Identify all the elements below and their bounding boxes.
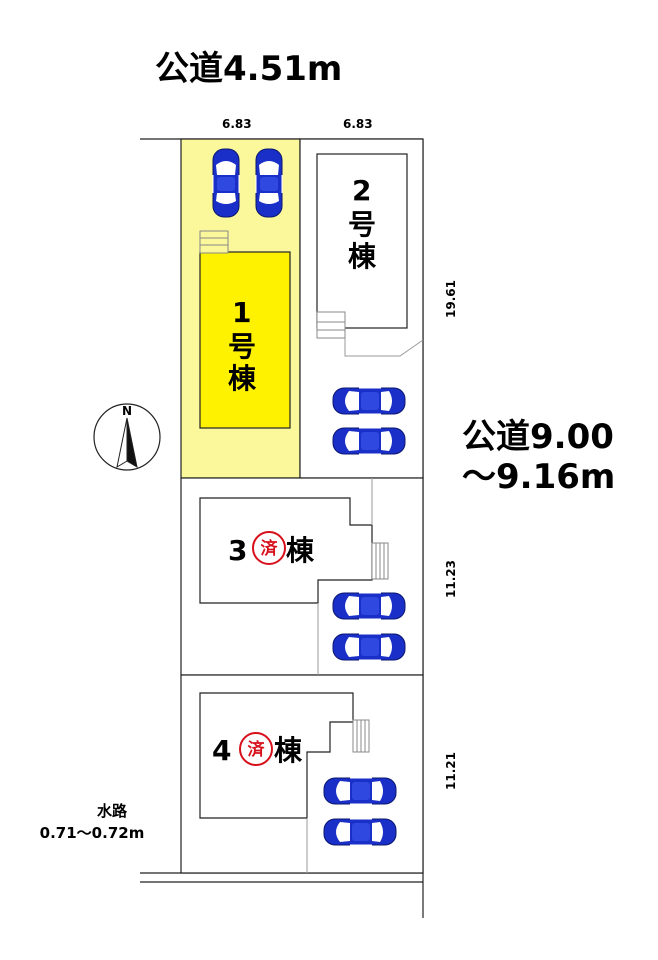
car-icon — [332, 633, 406, 661]
stairs-icon — [199, 230, 229, 254]
east-road-label-line1: 公道9.00 — [462, 417, 614, 457]
car-icon — [323, 818, 397, 846]
car-icon — [212, 148, 240, 218]
building-1-label-to: 棟 — [228, 362, 257, 395]
building-4-number: 4 — [212, 734, 231, 767]
dim-top-right: 6.83 — [343, 117, 373, 131]
building-4-label-to: 棟 — [274, 734, 303, 767]
compass-north-label: N — [122, 404, 132, 418]
building-3-number: 3 — [228, 534, 247, 567]
waterway-width: 0.71～0.72m — [40, 824, 145, 842]
building-1-label-go: 号 — [228, 330, 256, 363]
stairs-icon — [316, 311, 346, 339]
car-icon — [332, 592, 406, 620]
car-icon — [332, 427, 406, 455]
building-2-number: 2 — [352, 174, 371, 207]
dim-top-left: 6.83 — [222, 117, 252, 131]
car-icon — [323, 777, 397, 805]
stairs-icon — [371, 542, 389, 580]
sold-badge-4-text: 済 — [248, 739, 266, 760]
car-icon — [255, 148, 283, 218]
sold-badge-3-text: 済 — [261, 538, 279, 559]
waterway-label: 水路 — [97, 802, 128, 820]
building-1[interactable] — [199, 251, 291, 429]
building-4[interactable] — [199, 692, 354, 819]
building-3-label-to: 棟 — [286, 534, 315, 567]
building-1-label: 1 号 棟 — [228, 296, 257, 395]
lot-2-path-line — [344, 338, 424, 357]
building-2-label: 2 号 棟 — [348, 174, 377, 273]
sold-badge-4: 済 — [239, 732, 273, 766]
building-3[interactable] — [199, 497, 373, 604]
east-road-label-line2: ～9.16m — [462, 457, 615, 497]
building-1-number: 1 — [232, 296, 251, 329]
stairs-icon — [352, 719, 370, 753]
car-icon — [332, 387, 406, 415]
building-2[interactable] — [316, 153, 408, 329]
building-2-label-to: 棟 — [348, 240, 377, 273]
dim-lot-front-depth: 19.61 — [444, 280, 458, 318]
dim-lot4-depth: 11.21 — [444, 752, 458, 790]
sold-badge-3: 済 — [252, 531, 286, 565]
north-road-label: 公道4.51m — [155, 49, 342, 89]
dim-lot3-depth: 11.23 — [444, 560, 458, 598]
compass-icon: N — [93, 403, 161, 471]
building-2-label-go: 号 — [348, 208, 376, 241]
lot-3-path-line — [317, 478, 373, 675]
